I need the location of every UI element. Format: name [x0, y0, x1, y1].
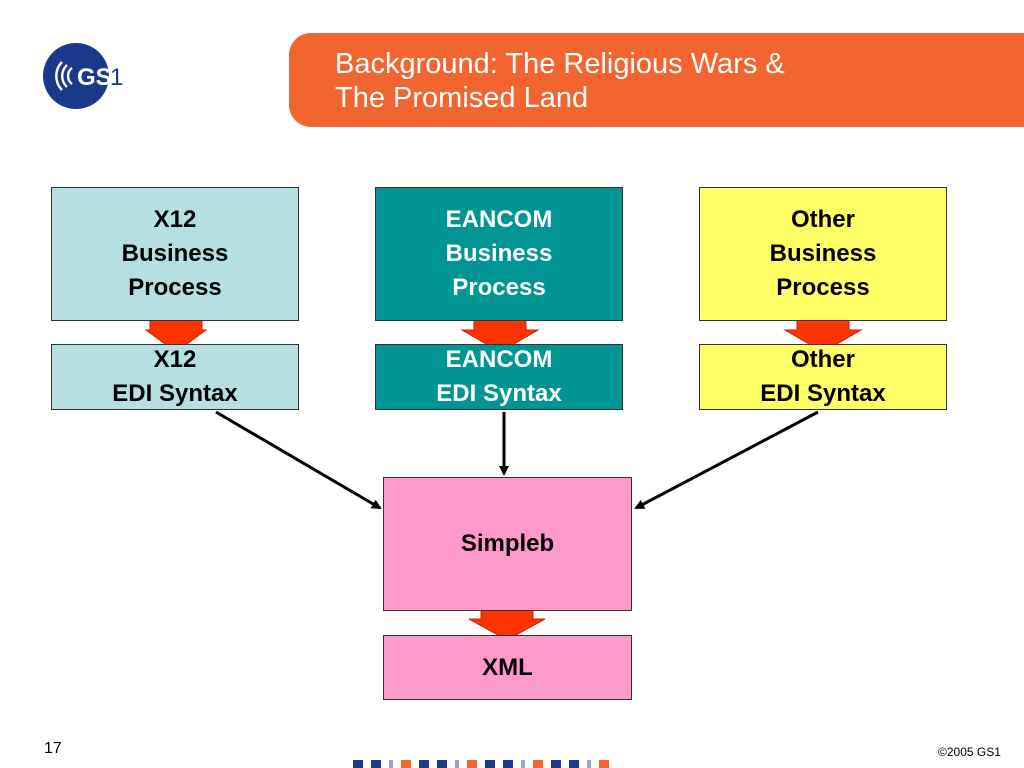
box-label: Business [445, 240, 553, 267]
decor-square [533, 760, 543, 768]
gs1-logo: GS 1 [40, 40, 132, 112]
decor-square [401, 760, 411, 768]
eancom-business-process-box: EANCOM Business Process [375, 187, 623, 321]
box-label: Business [121, 240, 229, 267]
decor-square [437, 760, 447, 768]
box-label: EDI Syntax [436, 380, 562, 407]
title-line-2: The Promised Land [335, 82, 589, 114]
decor-square [455, 760, 459, 768]
box-label: EDI Syntax [112, 380, 238, 407]
decor-square [587, 760, 591, 768]
logo-text: 1 [110, 64, 123, 91]
eancom-edi-syntax-box: EANCOM EDI Syntax [375, 344, 623, 410]
decor-square [389, 760, 393, 768]
other-business-process-box: Other Business Process [699, 187, 947, 321]
xml-box: XML [383, 635, 632, 700]
decor-square [353, 760, 363, 768]
x12-edi-syntax-box: X12 EDI Syntax [51, 344, 299, 410]
connector-other-simpleb [634, 410, 819, 510]
box-label: Business [769, 240, 877, 267]
gs1-logo-icon: GS 1 [43, 43, 123, 109]
box-label: EANCOM [445, 346, 553, 373]
decor-square [521, 760, 525, 768]
box-label: X12 [153, 346, 197, 373]
box-label: EANCOM [445, 206, 553, 233]
xml-label: XML [482, 653, 533, 681]
svg-text:GS: GS [77, 64, 112, 91]
box-label: Process [128, 274, 222, 301]
box-label: Process [776, 274, 870, 301]
slide-title: Background: The Religious Wars & The Pro… [335, 47, 785, 115]
decor-square [419, 760, 429, 768]
copyright-text: ©2005 GS1 [938, 745, 1001, 759]
x12-business-process-box: X12 Business Process [51, 187, 299, 321]
box-label: Other [790, 206, 855, 233]
connector-x12-simpleb [215, 410, 382, 510]
other-edi-syntax-box: Other EDI Syntax [699, 344, 947, 410]
decor-square [503, 760, 513, 768]
title-line-1: Background: The Religious Wars & [335, 48, 785, 80]
footer-decoration [353, 760, 617, 768]
box-label: EDI Syntax [760, 380, 886, 407]
title-bar: Background: The Religious Wars & The Pro… [289, 33, 1024, 127]
box-label: Other [790, 346, 855, 373]
box-label: Process [452, 274, 546, 301]
simpleb-box: Simpleb [383, 477, 632, 611]
simpleb-label: Simpleb [460, 530, 555, 557]
decor-square [485, 760, 495, 768]
decor-square [551, 760, 561, 768]
decor-square [467, 760, 477, 768]
box-label: X12 [153, 206, 197, 233]
slide-number: 17 [44, 740, 62, 757]
decor-square [371, 760, 381, 768]
decor-square [599, 760, 609, 768]
decor-square [569, 760, 579, 768]
